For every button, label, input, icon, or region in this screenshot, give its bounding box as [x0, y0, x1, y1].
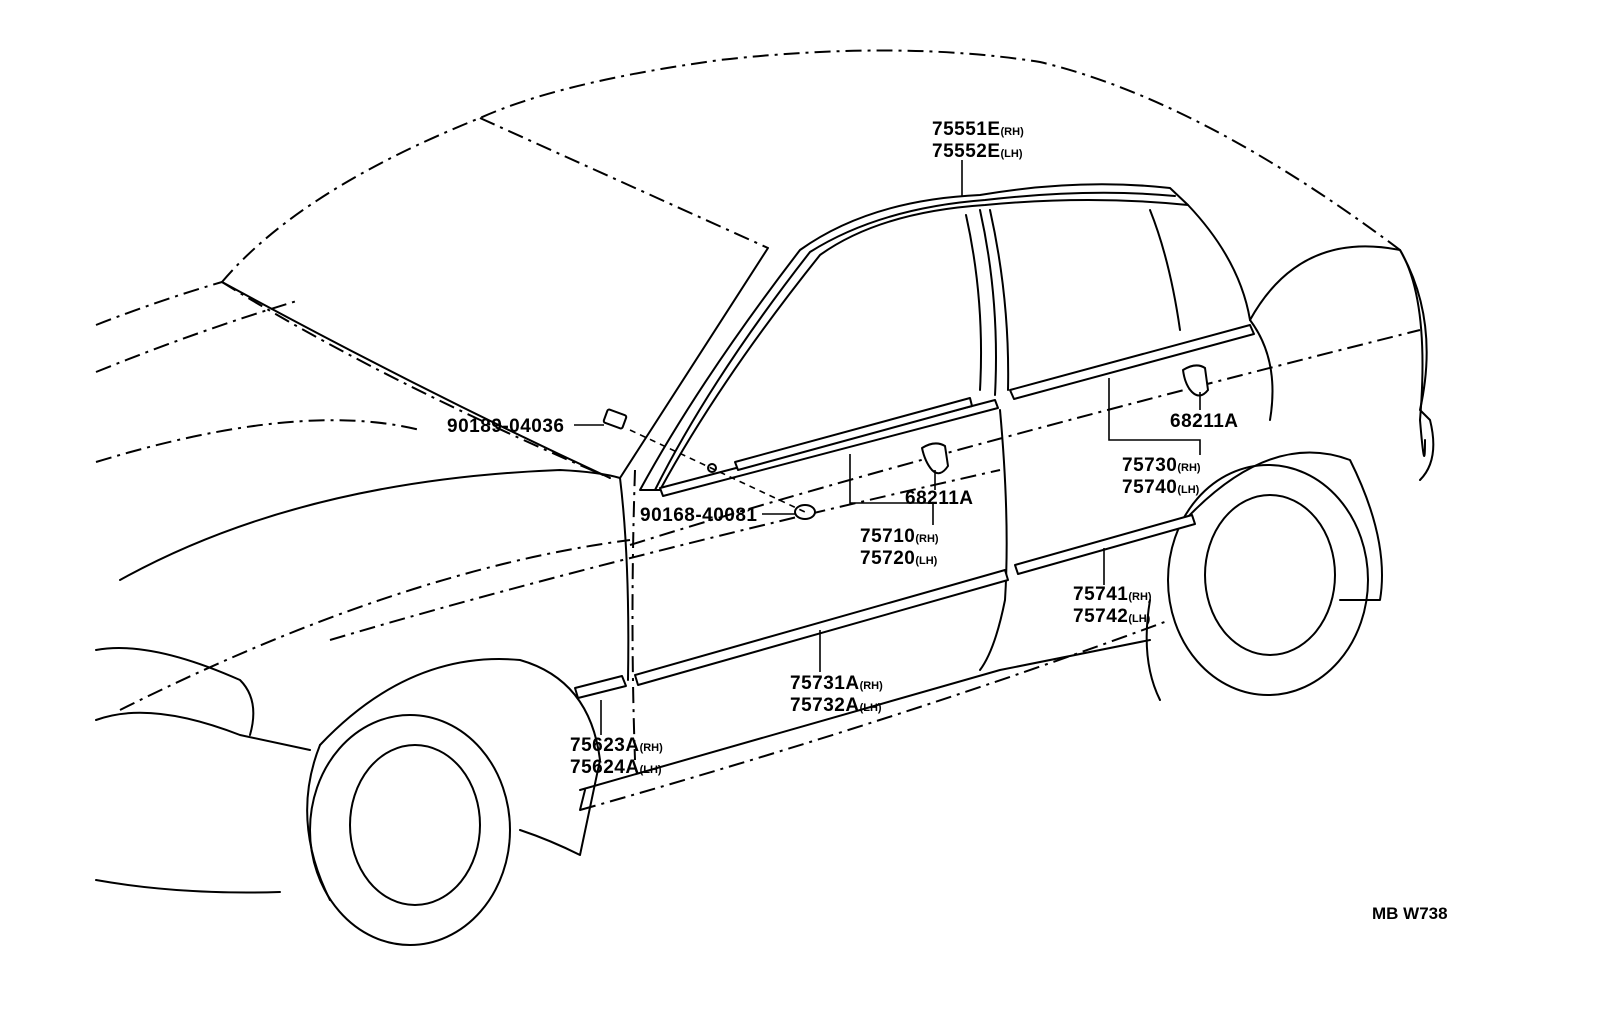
- part-number: 75552E: [932, 141, 1001, 162]
- label-screw-bottom: 90168-40081: [640, 506, 758, 525]
- label-screw-top: 90189-04036: [447, 417, 565, 436]
- part-number: 75624A: [570, 757, 640, 778]
- part-number: 75623A: [570, 735, 640, 756]
- side-indicator: (LH): [1000, 148, 1023, 160]
- part-number: 68211A: [905, 488, 974, 509]
- side-indicator: (RH): [1000, 126, 1024, 138]
- part-number: 75742: [1073, 606, 1129, 627]
- part-number: 90168-40081: [640, 505, 758, 526]
- part-number: 75731A: [790, 673, 860, 694]
- part-number: 75710: [860, 526, 916, 547]
- part-number: 75730: [1122, 455, 1178, 476]
- clip-rear-icon: [1182, 364, 1209, 397]
- side-indicator: (RH): [639, 742, 663, 754]
- label-rear-belt-molding: 75730(RH) 75740(LH): [1122, 456, 1201, 500]
- screw-top-icon: [602, 408, 628, 430]
- side-indicator: (LH): [1177, 484, 1200, 496]
- label-front-door-side-molding: 75731A(RH) 75732A(LH): [790, 674, 883, 718]
- part-number: 75732A: [790, 695, 860, 716]
- part-number: 75720: [860, 548, 916, 569]
- side-indicator: (RH): [1128, 591, 1152, 603]
- side-indicator: (LH): [859, 702, 882, 714]
- side-indicator: (RH): [859, 680, 883, 692]
- leader-lines: [574, 160, 1201, 735]
- label-clip-rear: 68211A: [1170, 412, 1239, 431]
- part-number: 75740: [1122, 477, 1178, 498]
- drawing-code: MB W738: [1372, 904, 1448, 923]
- label-rear-side-molding: 75741(RH) 75742(LH): [1073, 585, 1152, 629]
- part-number: 90189-04036: [447, 416, 565, 437]
- part-number: 68211A: [1170, 411, 1239, 432]
- label-clip-front: 68211A: [905, 489, 974, 508]
- screw-bottom-icon: [707, 463, 816, 520]
- side-indicator: (LH): [639, 764, 662, 776]
- label-fender-molding: 75623A(RH) 75624A(LH): [570, 736, 663, 780]
- label-front-belt-molding: 75710(RH) 75720(LH): [860, 527, 939, 571]
- part-number: 75551E: [932, 119, 1001, 140]
- side-indicator: (RH): [1177, 462, 1201, 474]
- front-door-side-molding: [634, 569, 1009, 686]
- car-body-outline: [95, 49, 1435, 946]
- part-number: 75741: [1073, 584, 1129, 605]
- side-indicator: (LH): [1128, 613, 1151, 625]
- label-roof-molding: 75551E(RH) 75552E(LH): [932, 120, 1024, 164]
- door-belt-molding-rear: [1009, 324, 1255, 400]
- clip-front-icon: [921, 442, 949, 475]
- side-indicator: (RH): [915, 533, 939, 545]
- door-belt-molding-front: [659, 397, 999, 497]
- rear-door-side-molding: [1014, 514, 1196, 575]
- side-indicator: (LH): [915, 555, 938, 567]
- fender-molding: [574, 675, 627, 699]
